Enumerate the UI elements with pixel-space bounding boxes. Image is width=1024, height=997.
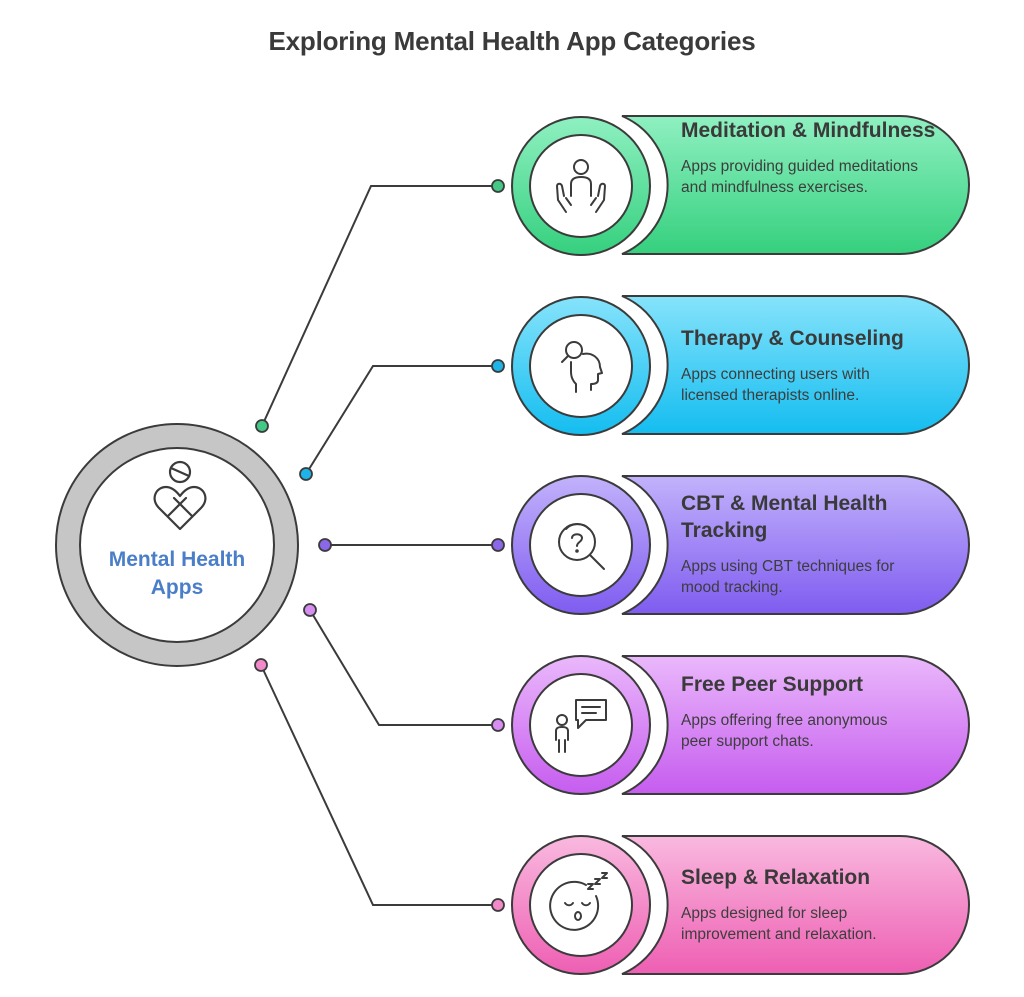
connector-sleep	[260, 664, 498, 906]
card-description: Apps providing guided meditations and mi…	[681, 158, 918, 196]
card-description: Apps designed for sleep improvement and …	[681, 905, 877, 943]
card-title: Meditation & Mindfulness	[681, 119, 936, 142]
card-therapy	[491, 295, 970, 436]
card-description: Apps using CBT techniques for mood track…	[681, 558, 895, 596]
card-meditation	[491, 115, 970, 256]
card-description: Apps connecting users with licensed ther…	[681, 366, 870, 404]
card-text-meditation: Meditation & Mindfulness Apps providing …	[681, 117, 951, 198]
hub-dot-peer	[303, 603, 317, 617]
connector-meditation	[261, 185, 498, 427]
card-text-cbt: CBT & Mental Health Tracking Apps using …	[681, 490, 951, 598]
connector-peer	[309, 609, 498, 726]
heart-person-icon	[153, 460, 207, 531]
card-cbt	[491, 475, 970, 615]
page-title: Exploring Mental Health App Categories	[268, 26, 756, 56]
card-title: Therapy & Counseling	[681, 327, 904, 350]
center-hub	[55, 423, 299, 667]
sleeping-face-icon	[549, 872, 608, 931]
hub-dot-therapy	[299, 467, 313, 481]
card-text-sleep: Sleep & Relaxation Apps designed for sle…	[681, 864, 951, 945]
hub-dot-meditation	[255, 419, 269, 433]
card-title: Sleep & Relaxation	[681, 866, 871, 889]
connectors	[260, 185, 498, 906]
card-title: CBT & Mental Health Tracking	[681, 492, 888, 542]
connector-therapy	[305, 365, 498, 475]
head-question-magnifier-icon	[558, 523, 605, 570]
card-title: Free Peer Support	[681, 673, 864, 696]
hub-dots	[254, 419, 332, 672]
card-text-therapy: Therapy & Counseling Apps connecting use…	[681, 325, 961, 406]
meditation-person-icon	[556, 159, 606, 213]
card-description: Apps offering free anonymous peer suppor…	[681, 712, 888, 750]
hub-dot-cbt	[318, 538, 332, 552]
counselor-head-icon	[561, 341, 603, 393]
card-sleep	[491, 835, 970, 975]
hub-dot-sleep	[254, 658, 268, 672]
card-text-peer: Free Peer Support Apps offering free ano…	[681, 671, 951, 752]
card-peer	[491, 655, 970, 795]
center-label: Mental Health Apps	[108, 548, 246, 599]
person-chat-bubble-icon	[555, 699, 607, 753]
